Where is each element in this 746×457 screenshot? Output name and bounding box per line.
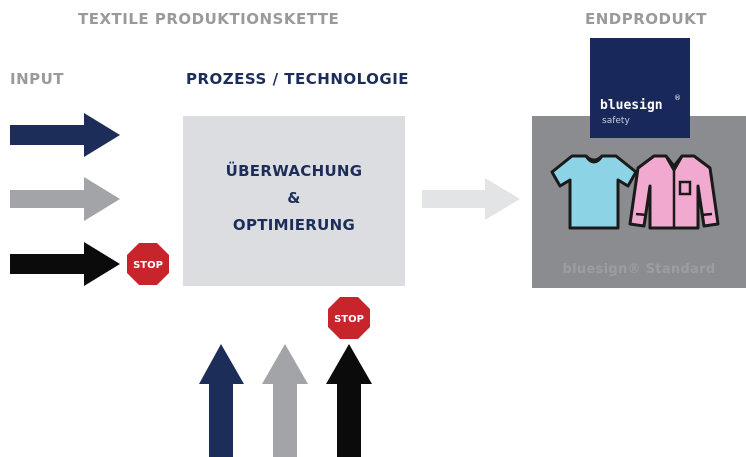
flow-arrow-light xyxy=(422,178,520,220)
bottom-arrow-black xyxy=(326,344,372,457)
input-arrow-black xyxy=(10,242,120,286)
process-line-1: ÜBERWACHUNG xyxy=(225,162,363,180)
bottom-arrow-navy xyxy=(199,344,244,457)
logo-brand: bluesign xyxy=(600,98,663,113)
bottom-arrow-gray xyxy=(262,344,308,457)
stop-sign-label: STOP xyxy=(334,314,364,325)
chain-title: TEXTILE PRODUKTIONSKETTE xyxy=(78,10,340,28)
tshirt-icon xyxy=(550,154,638,230)
process-box xyxy=(183,116,405,286)
logo-reg-mark: ® xyxy=(674,94,681,102)
input-title: INPUT xyxy=(10,70,65,88)
stop-sign-icon: STOP xyxy=(326,295,372,341)
stop-sign-icon: STOP xyxy=(125,241,171,287)
process-line-2: & xyxy=(287,189,301,207)
process-line-3: OPTIMIERUNG xyxy=(232,216,356,234)
input-arrow-navy xyxy=(10,113,120,157)
bluesign-logo xyxy=(590,38,690,138)
process-label: ÜBERWACHUNG & OPTIMIERUNG xyxy=(183,158,405,239)
stop-sign-label: STOP xyxy=(133,260,163,271)
dress-shirt-icon xyxy=(628,154,720,230)
input-arrow-gray xyxy=(10,177,120,221)
end-product-title: ENDPRODUKT xyxy=(585,10,708,28)
logo-sub: safety xyxy=(602,116,630,126)
standard-label: bluesign® Standard xyxy=(562,262,716,277)
process-title: PROZESS / TECHNOLOGIE xyxy=(186,70,410,88)
